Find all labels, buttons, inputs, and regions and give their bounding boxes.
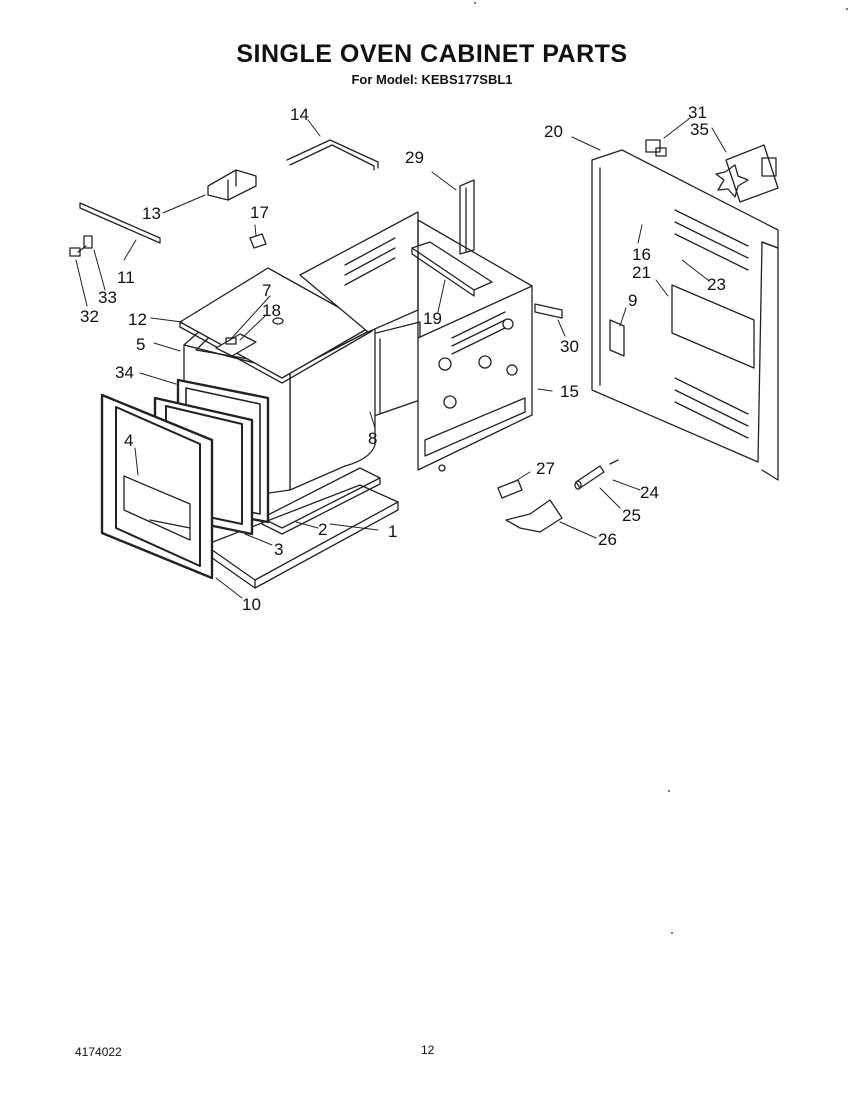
model-subtitle: For Model: KEBS177SBL1: [351, 72, 513, 87]
part-32-33-hinge: [69, 235, 93, 257]
part-15-side-panel: [417, 219, 533, 472]
callout-4: 4: [124, 431, 133, 450]
callout-11: 11: [117, 268, 135, 287]
part-17-clip: [249, 233, 267, 249]
callout-10: 10: [242, 595, 261, 614]
callout-33: 33: [98, 288, 117, 307]
callout-1: 1: [388, 522, 397, 541]
part-10-door-outer-frame: [100, 393, 214, 580]
callout-20: 20: [544, 122, 563, 141]
page-number: 12: [421, 1043, 435, 1057]
callout-7: 7: [262, 281, 271, 300]
callout-26: 26: [598, 530, 617, 549]
callout-15: 15: [560, 382, 579, 401]
callout-5: 5: [136, 335, 145, 354]
callout-9: 9: [628, 291, 637, 310]
callout-16: 16: [632, 245, 651, 264]
callout-12: 12: [128, 310, 147, 329]
part-20-back-panel: [591, 149, 779, 481]
callout-14: 14: [290, 105, 309, 124]
part-35-fan-motor: [715, 144, 779, 203]
callout-3: 3: [274, 540, 283, 559]
callout-25: 25: [622, 506, 641, 525]
part-14-bent-rod: [286, 139, 379, 171]
page-title: SINGLE OVEN CABINET PARTS: [236, 40, 628, 68]
callout-21: 21: [632, 263, 651, 282]
callout-35: 35: [690, 120, 709, 139]
document-number: 4174022: [75, 1045, 122, 1059]
part-30-side-strip: [534, 303, 563, 319]
part-31-bracket: [645, 139, 667, 157]
part-11-trim-strip: [79, 202, 161, 244]
callout-18: 18: [262, 301, 281, 320]
scan-speck: [846, 8, 848, 10]
part-29-vertical-post: [459, 179, 475, 255]
callout-23: 23: [707, 275, 726, 294]
part-7-18-top-bracket: [215, 317, 284, 357]
scan-speck: [668, 790, 670, 792]
leader-lines: [75, 117, 727, 599]
part-26-mounting-bracket: [505, 499, 563, 533]
part-25-tube: [574, 465, 605, 490]
callout-30: 30: [560, 337, 579, 356]
callout-31: 31: [688, 103, 707, 122]
callout-2: 2: [318, 520, 327, 539]
callout-34: 34: [115, 363, 134, 382]
scan-speck: [671, 932, 673, 934]
scan-speck: [474, 2, 476, 4]
callout-27: 27: [536, 459, 555, 478]
part-27-bracket: [497, 479, 523, 499]
callout-17: 17: [250, 203, 269, 222]
part-24-pin: [609, 459, 619, 465]
callout-19: 19: [423, 309, 442, 328]
callouts: 1 2 3 4 5 7 8 9 10 11 12 13 14 15 16 17 …: [80, 103, 726, 614]
callout-24: 24: [640, 483, 659, 502]
callout-29: 29: [405, 148, 424, 167]
part-13-latch: [207, 169, 257, 201]
callout-13: 13: [142, 204, 161, 223]
part-8-rear-duct: [367, 321, 421, 419]
part-19-channel: [411, 241, 493, 297]
callout-8: 8: [368, 429, 377, 448]
callout-32: 32: [80, 307, 99, 326]
